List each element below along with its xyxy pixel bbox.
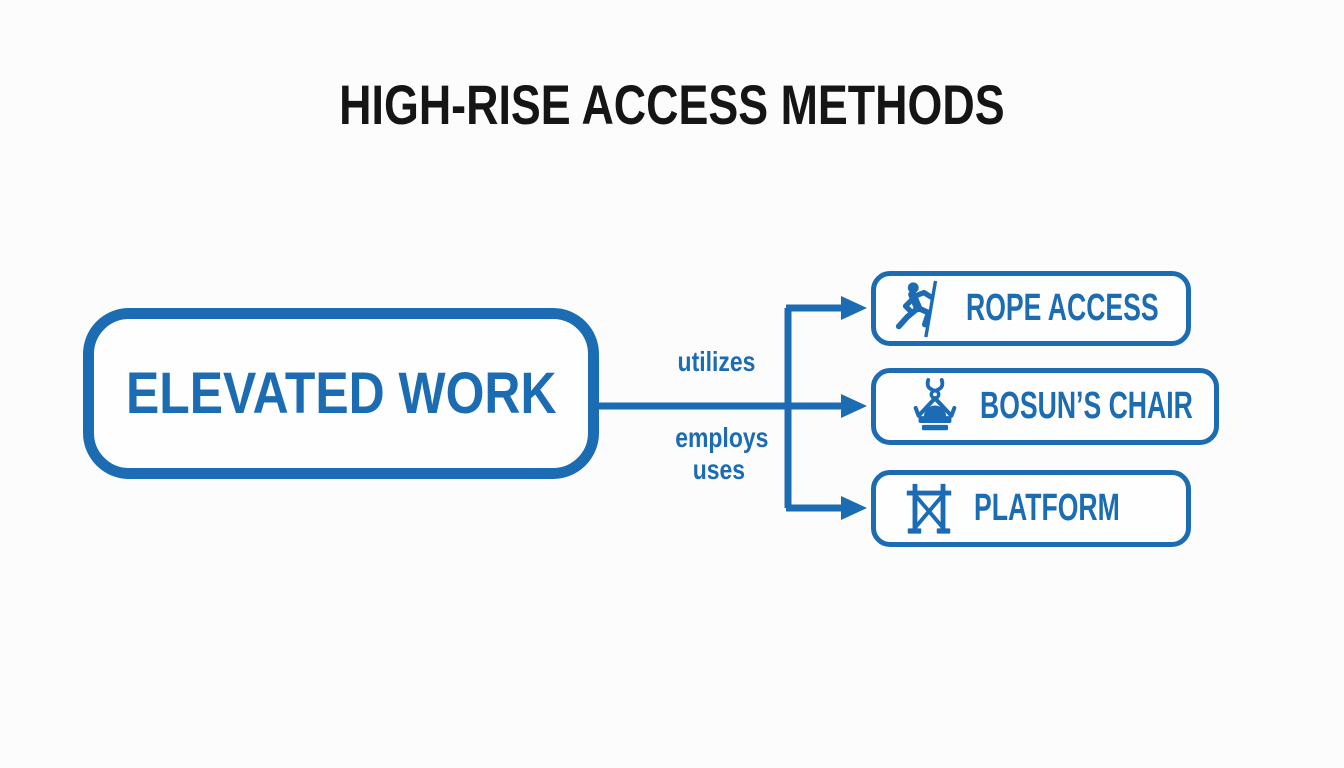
node-platform-label: PLATFORM	[974, 487, 1120, 529]
node-rope-access: ROPE ACCESS	[871, 271, 1191, 346]
scaffold-platform-icon	[900, 480, 958, 538]
node-bosuns-chair: BOSUN’S CHAIR	[871, 368, 1219, 445]
node-rope-access-label: ROPE ACCESS	[966, 287, 1159, 329]
edge-label-employs: employs	[652, 422, 792, 454]
edge-label-uses: uses	[649, 454, 789, 486]
edge-label-employs-text: employs	[675, 422, 769, 453]
node-elevated-work-label: ELEVATED WORK	[125, 361, 557, 426]
arrowhead-top-icon	[841, 296, 867, 320]
bosuns-chair-icon	[906, 377, 964, 436]
node-elevated-work: ELEVATED WORK	[83, 308, 599, 479]
node-platform: PLATFORM	[871, 470, 1191, 547]
page-title: HIGH-RISE ACCESS METHODS	[0, 74, 1344, 136]
arrowhead-bottom-icon	[841, 496, 867, 520]
node-bosuns-chair-label: BOSUN’S CHAIR	[980, 385, 1193, 427]
edge-label-utilizes: utilizes	[646, 346, 786, 378]
edge-label-utilizes-text: utilizes	[677, 346, 755, 377]
edge-label-uses-text: uses	[692, 454, 746, 485]
page-title-text: HIGH-RISE ACCESS METHODS	[339, 73, 1005, 136]
rope-climber-icon	[892, 280, 950, 338]
arrowhead-middle-icon	[841, 394, 867, 418]
